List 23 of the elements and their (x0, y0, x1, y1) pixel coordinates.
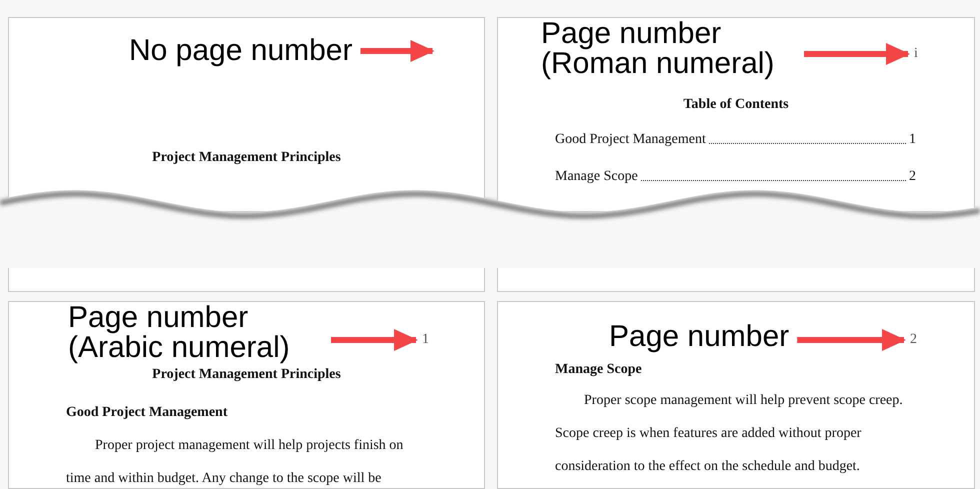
document-page (497, 301, 975, 489)
document-page (8, 17, 485, 212)
arrow (797, 329, 906, 351)
document-page (8, 301, 485, 489)
heading: Manage Scope (555, 361, 642, 379)
heading: Project Management Principles (151, 149, 342, 167)
paragraph: Proper project management will help projects finish on time and within budget. Any change to the scope will be (66, 437, 404, 488)
heading: Project Management Principles (151, 366, 342, 384)
page-number: 1 (422, 332, 429, 348)
heading: Good Project Management (66, 404, 228, 422)
page-number: i (914, 46, 918, 62)
toc-entry: Good Project Management (555, 131, 706, 149)
page-number: 2 (910, 332, 917, 348)
node-label: Page number (Arabic numeral) (68, 301, 290, 364)
document-page (497, 17, 975, 212)
arrow (360, 40, 434, 62)
page-ref: 1 (909, 131, 916, 149)
heading: Table of Contents (682, 96, 790, 114)
page-ref: 2 (909, 168, 916, 186)
toc-entry: Manage Scope (555, 168, 638, 186)
arrow (331, 329, 418, 351)
paragraph: Proper scope management will help prevent scope creep. Scope creep is when features are added without proper consideration to the effect on the schedule and budget. (555, 392, 904, 476)
arrow (804, 43, 910, 65)
